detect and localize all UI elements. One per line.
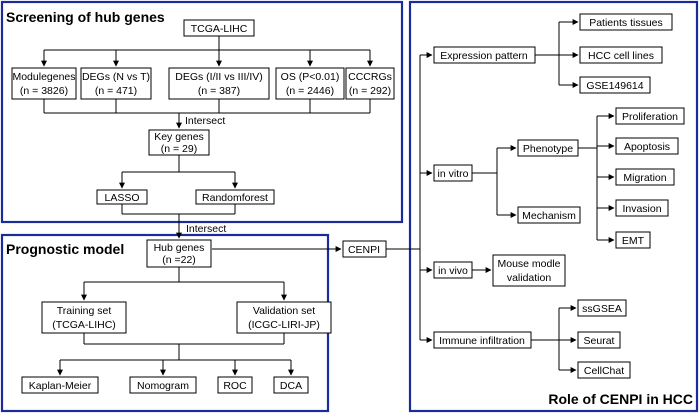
node-expression-label: Expression pattern	[440, 50, 528, 62]
node-training-line1: Training set	[57, 305, 112, 317]
node-os: OS (P<0.01) (n = 2446)	[275, 67, 345, 100]
node-tcga-lihc-label: TCGA-LIHC	[191, 23, 248, 35]
node-degs-n-vs-t: DEGs (N vs T) (n = 471)	[80, 67, 152, 100]
node-patients-label: Patients tissues	[589, 17, 663, 29]
node-migration-label: Migration	[623, 172, 666, 184]
role-panel	[408, 0, 699, 413]
node-cellchat: CellChat	[577, 361, 631, 379]
screening-panel	[0, 0, 404, 224]
node-hub-genes-line1: Hub genes	[154, 242, 205, 254]
node-hcc-cell-lines: HCC cell lines	[579, 46, 663, 64]
node-modulegenes-line1: Modulegenes	[12, 71, 75, 83]
node-degs-stage: DEGs (I/II vs III/IV) (n = 387)	[168, 67, 270, 100]
node-modulegenes-line2: (n = 3826)	[20, 85, 68, 97]
node-os-line1: OS (P<0.01)	[281, 71, 340, 83]
node-migration: Migration	[615, 168, 675, 186]
node-seurat: Seurat	[577, 331, 621, 349]
node-nomogram: Nomogram	[129, 376, 197, 394]
node-hub-genes: Hub genes (n =22)	[146, 239, 212, 268]
node-in-vitro: in vitro	[433, 164, 473, 182]
node-dca: DCA	[273, 376, 309, 394]
node-seurat-label: Seurat	[584, 335, 615, 347]
node-key-genes-line1: Key genes	[154, 131, 204, 143]
node-immune-infiltration: Immune infiltration	[433, 331, 532, 349]
node-os-line2: (n = 2446)	[286, 85, 334, 97]
node-randomforest: Randomforest	[195, 189, 275, 205]
node-nomogram-label: Nomogram	[137, 380, 189, 392]
node-tcga-lihc: TCGA-LIHC	[183, 19, 255, 37]
node-cenpi-label: CENPI	[348, 244, 380, 256]
node-apoptosis-label: Apoptosis	[624, 141, 670, 153]
node-invasion-label: Invasion	[622, 203, 661, 215]
node-mouse-line2: validation	[507, 272, 552, 284]
node-lasso: LASSO	[96, 189, 148, 205]
node-key-genes: Key genes (n = 29)	[148, 129, 210, 156]
node-cenpi: CENPI	[342, 240, 387, 258]
node-invasion: Invasion	[615, 199, 669, 217]
node-phenotype-label: Phenotype	[523, 143, 573, 155]
node-training-set: Training set (TCGA-LIHC)	[41, 301, 127, 334]
node-degs-n-vs-t-line2: (n = 471)	[95, 85, 137, 97]
node-patients-tissues: Patients tissues	[579, 13, 673, 31]
node-proliferation-label: Proliferation	[622, 111, 678, 123]
node-roc: ROC	[217, 376, 253, 394]
node-roc-label: ROC	[223, 380, 247, 392]
node-cellchat-label: CellChat	[584, 365, 624, 377]
node-in-vitro-label: in vitro	[438, 168, 469, 180]
node-modulegenes: Modulegenes (n = 3826)	[11, 67, 77, 100]
intersect-label-1: Intersect	[185, 115, 225, 127]
node-hcc-lines-label: HCC cell lines	[588, 50, 654, 62]
node-in-vivo-label: in vivo	[438, 265, 468, 277]
prognostic-title: Prognostic model	[6, 241, 124, 257]
node-degs-stage-line1: DEGs (I/II vs III/IV)	[175, 71, 263, 83]
node-mouse-line1: Mouse modle	[497, 258, 560, 270]
node-gse-label: GSE149614	[586, 80, 643, 92]
node-proliferation: Proliferation	[615, 107, 685, 125]
node-randomforest-label: Randomforest	[202, 192, 268, 204]
node-validation-line2: (ICGC-LIRI-JP)	[248, 319, 320, 331]
node-kaplan-label: Kaplan-Meier	[29, 380, 92, 392]
role-title: Role of CENPI in HCC	[548, 391, 693, 407]
screening-title: Screening of hub genes	[6, 9, 165, 25]
node-degs-n-vs-t-line1: DEGs (N vs T)	[82, 71, 150, 83]
node-validation-line1: Validation set	[253, 305, 315, 317]
node-dca-label: DCA	[280, 380, 302, 392]
node-ssgsea-label: ssGSEA	[582, 303, 622, 315]
node-immune-label: Immune infiltration	[439, 335, 525, 347]
node-key-genes-line2: (n = 29)	[161, 143, 197, 155]
node-kaplan-meier: Kaplan-Meier	[21, 376, 99, 394]
node-cccrgs: CCCRGs (n = 292)	[345, 67, 395, 100]
node-expression-pattern: Expression pattern	[433, 46, 536, 64]
node-emt-label: EMT	[622, 235, 645, 247]
node-ssgsea: ssGSEA	[577, 299, 627, 317]
node-lasso-label: LASSO	[104, 192, 139, 204]
node-mechanism-label: Mechanism	[522, 210, 576, 222]
node-validation-set: Validation set (ICGC-LIRI-JP)	[236, 301, 332, 334]
node-cccrgs-line2: (n = 292)	[349, 85, 391, 97]
node-hub-genes-line2: (n =22)	[162, 254, 196, 266]
node-apoptosis: Apoptosis	[615, 137, 679, 155]
node-degs-stage-line2: (n = 387)	[198, 85, 240, 97]
node-gse149614: GSE149614	[579, 76, 651, 94]
node-mouse-validation: Mouse modle validation	[492, 254, 566, 287]
node-in-vivo: in vivo	[433, 261, 473, 279]
intersect-label-2: Intersect	[186, 223, 226, 235]
node-mechanism: Mechanism	[517, 206, 581, 224]
node-phenotype: Phenotype	[517, 139, 579, 157]
node-training-line2: (TCGA-LIHC)	[52, 319, 116, 331]
node-emt: EMT	[615, 231, 651, 249]
node-cccrgs-line1: CCCRGs	[348, 71, 392, 83]
